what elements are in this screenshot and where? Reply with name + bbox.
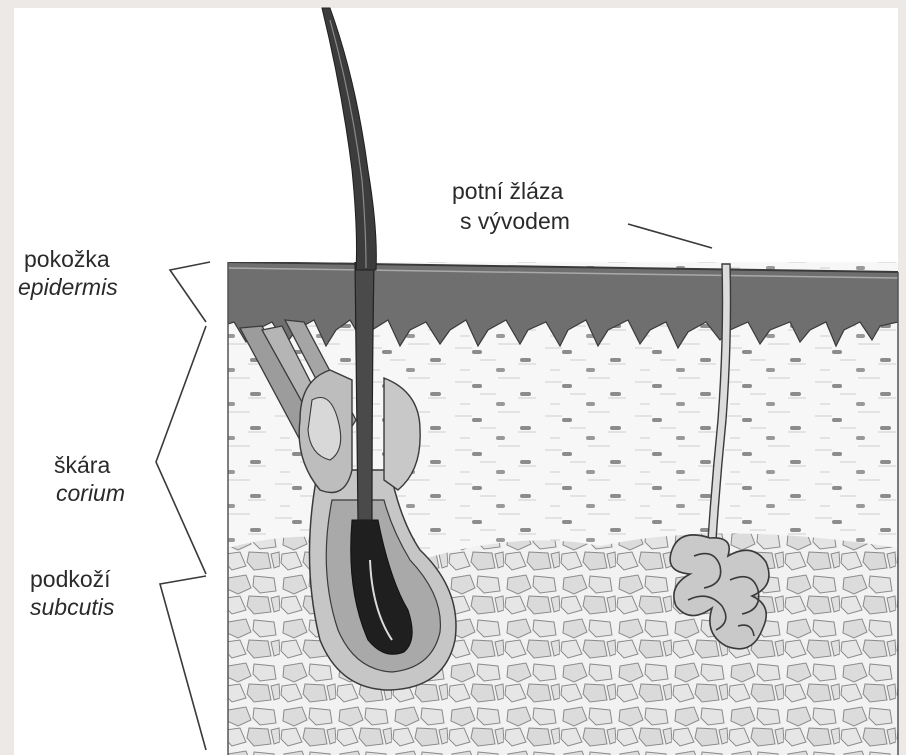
sweat-gland-label-line1: potní žláza (452, 178, 563, 204)
dermis-latin-label: corium (56, 480, 125, 506)
subcutis-label: podkoží (30, 566, 111, 592)
dermis-bracket (156, 326, 206, 574)
epidermis-layer (228, 262, 898, 348)
gland-leader-line (628, 224, 712, 248)
epidermis-bracket (170, 262, 210, 322)
epidermis-label: pokožka (24, 246, 110, 272)
hair-shaft (322, 8, 376, 270)
subcutis-latin-label: subcutis (30, 594, 114, 620)
sweat-gland-label-line2: s vývodem (460, 208, 570, 234)
subcutis-bracket (160, 576, 206, 750)
dermis-label: škára (54, 452, 110, 478)
epidermis-latin-label: epidermis (18, 274, 118, 300)
